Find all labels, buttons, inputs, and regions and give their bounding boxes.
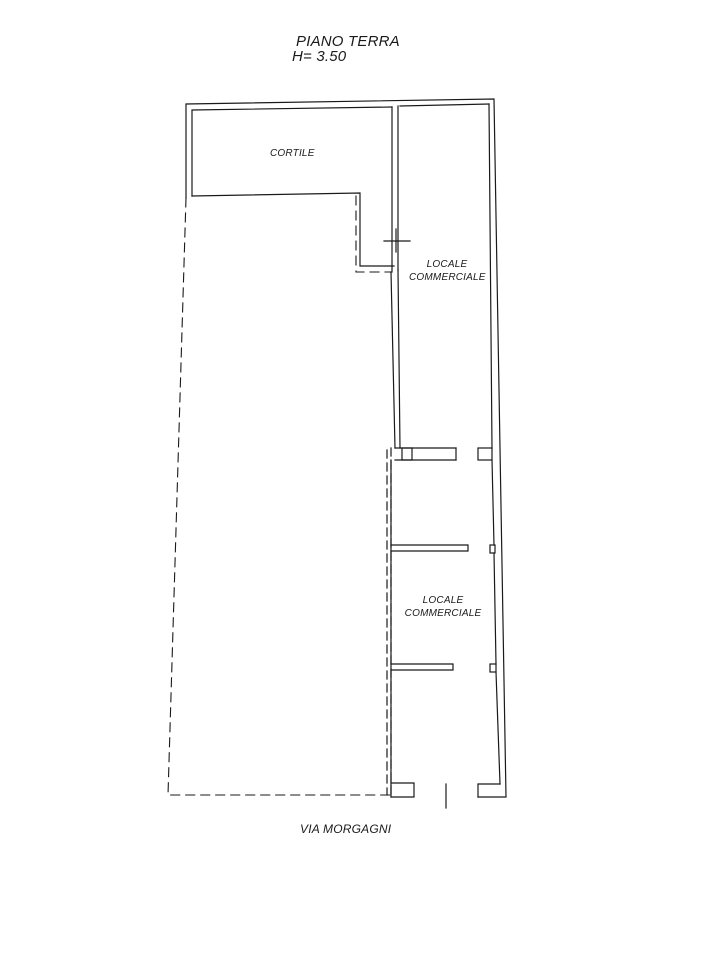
courtyard-door-marker [383,228,411,253]
room-label-shop-upper: LOCALE COMMERCIALE [409,258,485,284]
internal-partitions [390,544,497,673]
courtyard-wall [191,105,401,449]
street-label: VIA MORGAGNI [300,822,392,836]
lot-boundary-dashed [167,195,392,796]
room-label-line: LOCALE [422,595,464,606]
room-label-shop-lower: LOCALE COMMERCIALE [402,594,484,620]
room-label-courtyard: CORTILE [270,148,315,159]
room-label-line: LOCALE [426,259,468,270]
room-label-line: COMMERCIALE [404,608,482,619]
outer-walls [185,98,507,798]
ceiling-height: H= 3.50 [292,48,347,65]
room-label-line: COMMERCIALE [409,272,486,283]
shop-left-wall [386,447,493,798]
plan-title: PIANO TERRA [296,33,400,50]
